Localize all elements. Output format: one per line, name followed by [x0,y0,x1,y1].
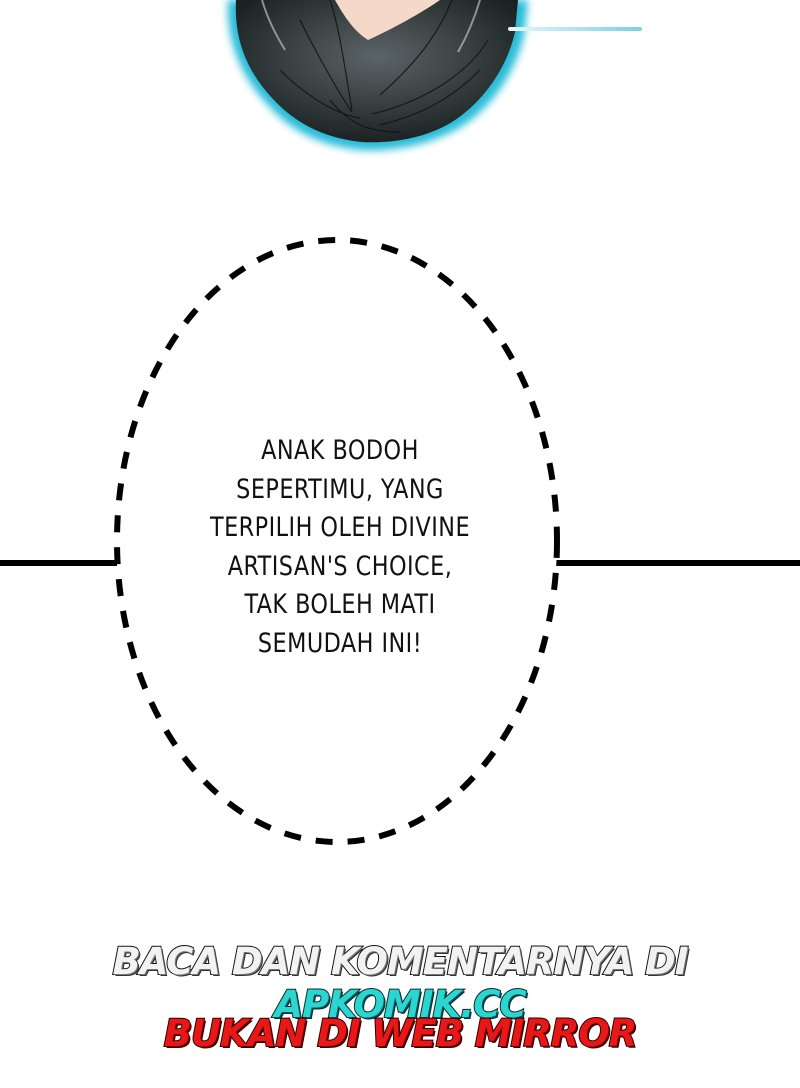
speech-bubble [0,237,800,845]
hair [235,0,519,143]
dialogue-line: ARTISAN'S CHOICE, [227,550,453,582]
watermark-site-name: APKOMIK.CC [273,982,527,1027]
dialogue-line: TAK BOLEH MATI [244,589,436,620]
dialogue-line: SEPERTIMU, YANG [236,473,444,505]
dialogue-line: TERPILIH OLEH DIVINE [209,512,471,543]
dialogue-line: ANAK BODOH [261,435,419,466]
dashed-bubble-outline [114,237,560,845]
character-head-illustration [227,0,642,151]
light-streak [508,27,642,31]
speech-bubble-text: ANAK BODOH SEPERTIMU, YANG TERPILIH OLEH… [174,432,505,663]
dialogue-line: SEMUDAH INI! [257,627,423,659]
watermark-prefix: BACA DAN KOMENTARNYA DI [111,939,689,984]
watermark-warning: BUKAN DI WEB MIRROR [163,1011,638,1056]
face-skin [335,0,440,40]
watermark-line-1: BACA DAN KOMENTARNYA DI APKOMIK.CC [0,939,800,1027]
watermark-line-2: BUKAN DI WEB MIRROR [0,1011,800,1056]
